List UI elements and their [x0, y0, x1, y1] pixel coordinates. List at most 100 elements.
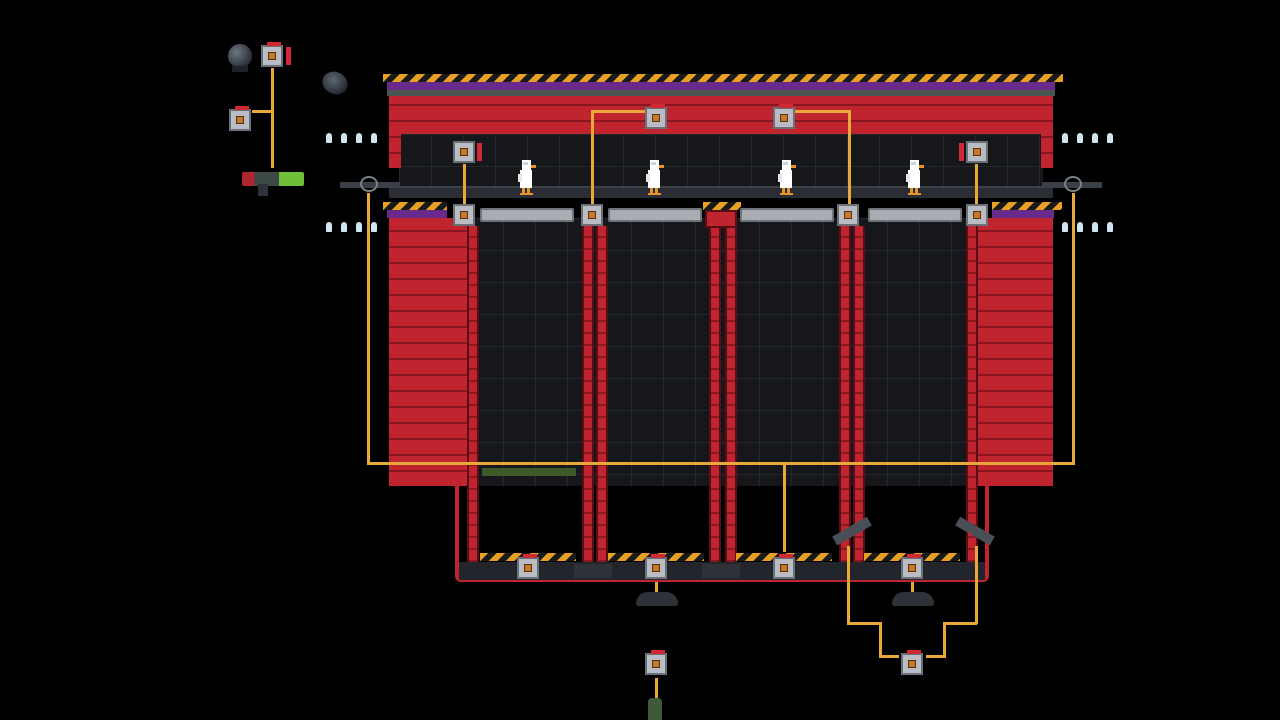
red-cap-icon — [959, 143, 964, 161]
wire — [795, 110, 851, 113]
left-wall — [389, 218, 471, 486]
wire — [271, 68, 274, 168]
purple-trim-mid-right — [992, 210, 1054, 218]
upper-wall-left-cap — [389, 134, 401, 168]
spike-icon — [1092, 133, 1098, 143]
spike-icon — [1077, 133, 1083, 143]
pillar — [839, 226, 851, 566]
switch-block-icon[interactable] — [645, 554, 667, 579]
switch-block-icon[interactable] — [837, 204, 859, 226]
pillar — [853, 226, 865, 566]
wire — [591, 110, 594, 206]
pillar — [966, 226, 978, 566]
cannon-icon[interactable] — [318, 67, 352, 99]
wire — [975, 164, 978, 208]
spike-icon — [1062, 133, 1068, 143]
switch-block-icon[interactable] — [229, 106, 251, 131]
gun-sight-icon — [1064, 176, 1082, 192]
upper-wall — [389, 96, 1053, 136]
spike-icon — [1092, 222, 1098, 232]
wire — [1072, 193, 1075, 465]
switch-block-icon[interactable] — [773, 554, 795, 579]
purple-trim-mid-left — [387, 210, 447, 218]
hazard-stripe-mid-center — [703, 202, 741, 210]
spike-icon — [371, 222, 377, 232]
spike-icon — [326, 222, 332, 232]
hazard-stripe-mid-right — [992, 202, 1062, 210]
platform-slab[interactable] — [868, 208, 962, 222]
wire — [655, 582, 658, 598]
spike-icon — [1062, 222, 1068, 232]
gun-sight-icon — [360, 176, 378, 192]
switch-block-icon[interactable] — [645, 650, 667, 675]
wire — [783, 462, 786, 552]
wire — [655, 678, 658, 698]
red-cap-icon — [477, 143, 482, 161]
switch-block-icon[interactable] — [645, 104, 667, 129]
rocket-launcher-icon[interactable] — [242, 172, 304, 186]
floor-pad — [574, 564, 612, 578]
main-chamber — [471, 218, 971, 486]
switch-block-icon[interactable] — [581, 204, 603, 226]
wire — [367, 193, 370, 465]
wire — [463, 164, 466, 208]
duck-icon[interactable] — [776, 158, 796, 196]
grenade-icon[interactable] — [648, 698, 662, 720]
switch-block-icon[interactable] — [517, 554, 539, 579]
switch-block-icon[interactable] — [966, 204, 988, 226]
duck-icon[interactable] — [516, 158, 536, 196]
wire — [943, 622, 946, 657]
wire — [848, 110, 851, 206]
spike-icon — [1107, 222, 1113, 232]
spike-icon — [1107, 133, 1113, 143]
wire — [911, 582, 914, 598]
helmet-icon[interactable] — [892, 592, 934, 606]
spike-icon — [356, 222, 362, 232]
center-pillar-cap — [705, 210, 737, 228]
wire — [879, 655, 899, 658]
right-wall — [971, 218, 1053, 486]
duck-icon[interactable] — [904, 158, 924, 196]
switch-block-icon[interactable] — [261, 42, 283, 67]
pillar — [467, 226, 479, 566]
spike-icon — [1077, 222, 1083, 232]
wire — [975, 546, 978, 624]
platform-slab[interactable] — [608, 208, 702, 222]
bomb-base-icon — [232, 66, 248, 72]
pillar — [582, 226, 594, 566]
wire — [252, 110, 272, 113]
pillar — [596, 226, 608, 566]
floor-pad — [702, 564, 740, 578]
pillar — [725, 226, 737, 566]
spike-icon — [341, 133, 347, 143]
pillar — [709, 226, 721, 566]
platform-slab[interactable] — [740, 208, 834, 222]
red-cap-icon — [286, 47, 291, 65]
wire — [926, 655, 946, 658]
stone-trim-top — [387, 90, 1055, 96]
bomb-icon[interactable] — [228, 44, 252, 68]
wire — [847, 622, 881, 625]
wire — [943, 622, 977, 625]
switch-block-icon[interactable] — [966, 141, 988, 163]
corridor-rail — [389, 186, 1053, 198]
switch-block-icon[interactable] — [453, 141, 475, 163]
helmet-icon[interactable] — [636, 592, 678, 606]
switch-block-icon[interactable] — [901, 554, 923, 579]
duck-icon[interactable] — [644, 158, 664, 196]
switch-block-icon[interactable] — [901, 650, 923, 675]
switch-block-icon[interactable] — [453, 204, 475, 226]
spike-icon — [326, 133, 332, 143]
wire — [879, 622, 882, 657]
spike-icon — [341, 222, 347, 232]
spike-icon — [371, 133, 377, 143]
platform-slab[interactable] — [480, 208, 574, 222]
wire — [367, 462, 1075, 465]
rocket-launcher-grip — [258, 184, 268, 196]
lower-basin-frame — [455, 478, 989, 582]
switch-block-icon[interactable] — [773, 104, 795, 129]
purple-trim-top — [387, 82, 1055, 90]
spike-icon — [356, 133, 362, 143]
hazard-stripe-mid-left — [383, 202, 447, 210]
moss-patch — [482, 468, 576, 476]
